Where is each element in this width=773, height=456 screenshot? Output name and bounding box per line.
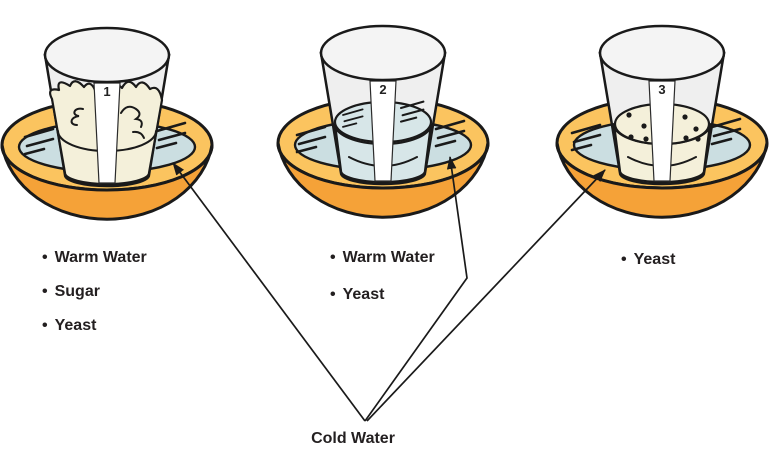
ingredient-item: • Yeast (330, 287, 435, 303)
setup-2-ingredient-list: • Warm Water • Yeast (330, 250, 435, 324)
setup-3-ingredient-list: • Yeast (621, 252, 675, 268)
arrow-to-bowl-2 (364, 156, 468, 422)
arrow-to-bowl-1 (172, 162, 366, 422)
glass-2: 2 (319, 24, 447, 186)
glass-3-number-label: 3 (658, 82, 665, 97)
cold-water-arrows (172, 156, 606, 422)
glass-1-number-label: 1 (103, 84, 110, 99)
setup-1-ingredient-list: • Warm Water • Sugar • Yeast (42, 250, 147, 352)
ingredient-label: Sugar (54, 283, 100, 300)
ingredient-item: • Warm Water (330, 250, 435, 266)
ingredient-label: Yeast (342, 286, 385, 303)
ingredient-label: Warm Water (54, 249, 147, 266)
ingredient-item: • Warm Water (42, 250, 147, 266)
glass-1: 1 (43, 26, 171, 188)
arrow-to-bowl-3 (366, 169, 606, 422)
bullet-marker: • (42, 283, 48, 300)
bullet-marker: • (621, 251, 627, 268)
glass-1-foam-curl-right2 (132, 130, 145, 139)
bullet-marker: • (330, 249, 336, 266)
setup-3-illustration: 3 (555, 24, 769, 219)
glass-2-number-label: 2 (379, 82, 386, 97)
glass-3: 3 (598, 24, 726, 186)
setup-2-illustration: 2 (276, 24, 490, 219)
ingredient-item: • Yeast (621, 252, 675, 268)
bullet-marker: • (330, 286, 336, 303)
glass-3-yeast-grains (626, 112, 701, 142)
bullet-marker: • (42, 317, 48, 334)
ingredient-label: Yeast (54, 317, 97, 334)
glass-1-foam-curl-left (70, 107, 84, 126)
ingredient-item: • Yeast (42, 318, 147, 334)
setup-1-illustration: 1 (0, 26, 214, 221)
ingredient-label: Warm Water (342, 249, 435, 266)
glass-1-foam-curl-right (120, 105, 143, 128)
cold-water-label: Cold Water (311, 430, 395, 447)
bullet-marker: • (42, 249, 48, 266)
ingredient-label: Yeast (633, 251, 676, 268)
ingredient-item: • Sugar (42, 284, 147, 300)
